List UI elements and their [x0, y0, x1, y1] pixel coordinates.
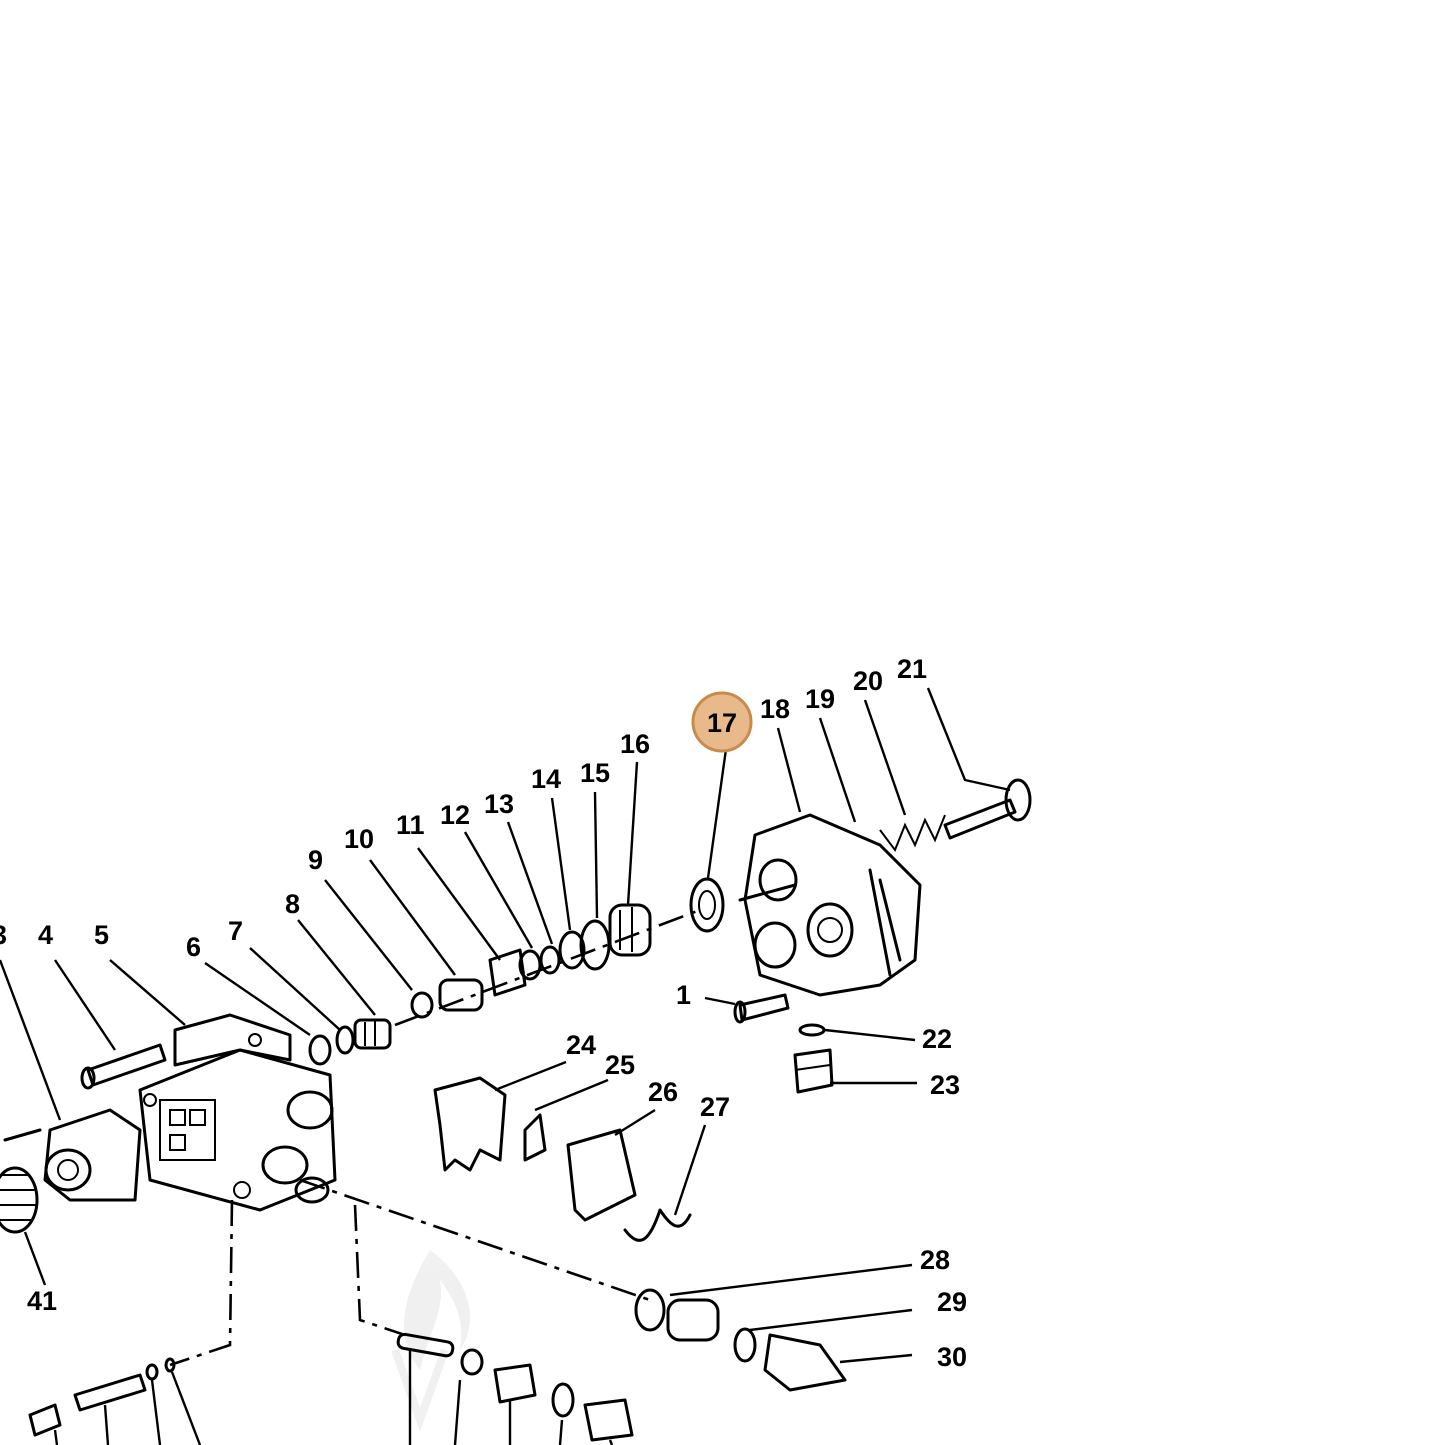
callout-10[interactable]: 10 [344, 824, 374, 854]
leader-lines [0, 687, 1011, 1445]
seal-parts-6-8[interactable] [308, 1018, 392, 1066]
selected-callout-highlight [691, 691, 753, 753]
spring-shaft-parts-19-21[interactable] [879, 778, 1032, 853]
callout-15[interactable]: 15 [580, 758, 610, 788]
callout-18[interactable]: 18 [760, 694, 790, 724]
callout-labels: 1 3 4 5 6 7 8 9 10 11 12 13 14 15 16 17 … [0, 654, 967, 1372]
bolt-part-1[interactable] [733, 993, 790, 1024]
watermark-logo [391, 1250, 470, 1432]
callout-13[interactable]: 13 [484, 789, 514, 819]
callout-14[interactable]: 14 [531, 764, 561, 794]
callout-5[interactable]: 5 [94, 920, 109, 950]
callout-29[interactable]: 29 [937, 1287, 967, 1317]
valve-stack-parts-9-16[interactable] [410, 903, 652, 1019]
callout-4[interactable]: 4 [38, 920, 53, 950]
cover-part-3[interactable] [3, 1108, 142, 1202]
callout-23[interactable]: 23 [930, 1070, 960, 1100]
end-housing-part-18[interactable] [738, 813, 922, 997]
fitting-parts-22-23[interactable] [793, 1023, 834, 1094]
callout-19[interactable]: 19 [805, 684, 835, 714]
callout-21[interactable]: 21 [897, 654, 927, 684]
callout-41[interactable]: 41 [27, 1286, 57, 1316]
callout-17[interactable]: 17 [707, 708, 737, 738]
callout-30[interactable]: 30 [937, 1342, 967, 1372]
callout-27[interactable]: 27 [700, 1092, 730, 1122]
callout-6[interactable]: 6 [186, 932, 201, 962]
callout-3[interactable]: 3 [0, 920, 7, 950]
callout-11[interactable]: 11 [396, 810, 425, 840]
callout-7[interactable]: 7 [228, 916, 243, 946]
callout-9[interactable]: 9 [308, 845, 323, 875]
callout-24[interactable]: 24 [566, 1030, 596, 1060]
pump-housing[interactable] [138, 1013, 337, 1212]
callout-22[interactable]: 22 [922, 1024, 952, 1054]
callout-1[interactable]: 1 [676, 980, 691, 1010]
callout-20[interactable]: 20 [853, 666, 883, 696]
bracket-parts-24-27[interactable] [433, 1076, 692, 1242]
plunger-parts-28-30[interactable] [634, 1288, 847, 1392]
callout-8[interactable]: 8 [285, 889, 300, 919]
callout-28[interactable]: 28 [920, 1245, 950, 1275]
callout-25[interactable]: 25 [605, 1050, 635, 1080]
seal-part-17[interactable] [689, 877, 725, 933]
callout-12[interactable]: 12 [440, 800, 470, 830]
callout-26[interactable]: 26 [648, 1077, 678, 1107]
lower-parts-group[interactable] [28, 1332, 634, 1442]
callout-16[interactable]: 16 [620, 729, 650, 759]
gear-part-41[interactable] [0, 1166, 39, 1234]
bolt-part-4[interactable] [80, 1043, 167, 1090]
